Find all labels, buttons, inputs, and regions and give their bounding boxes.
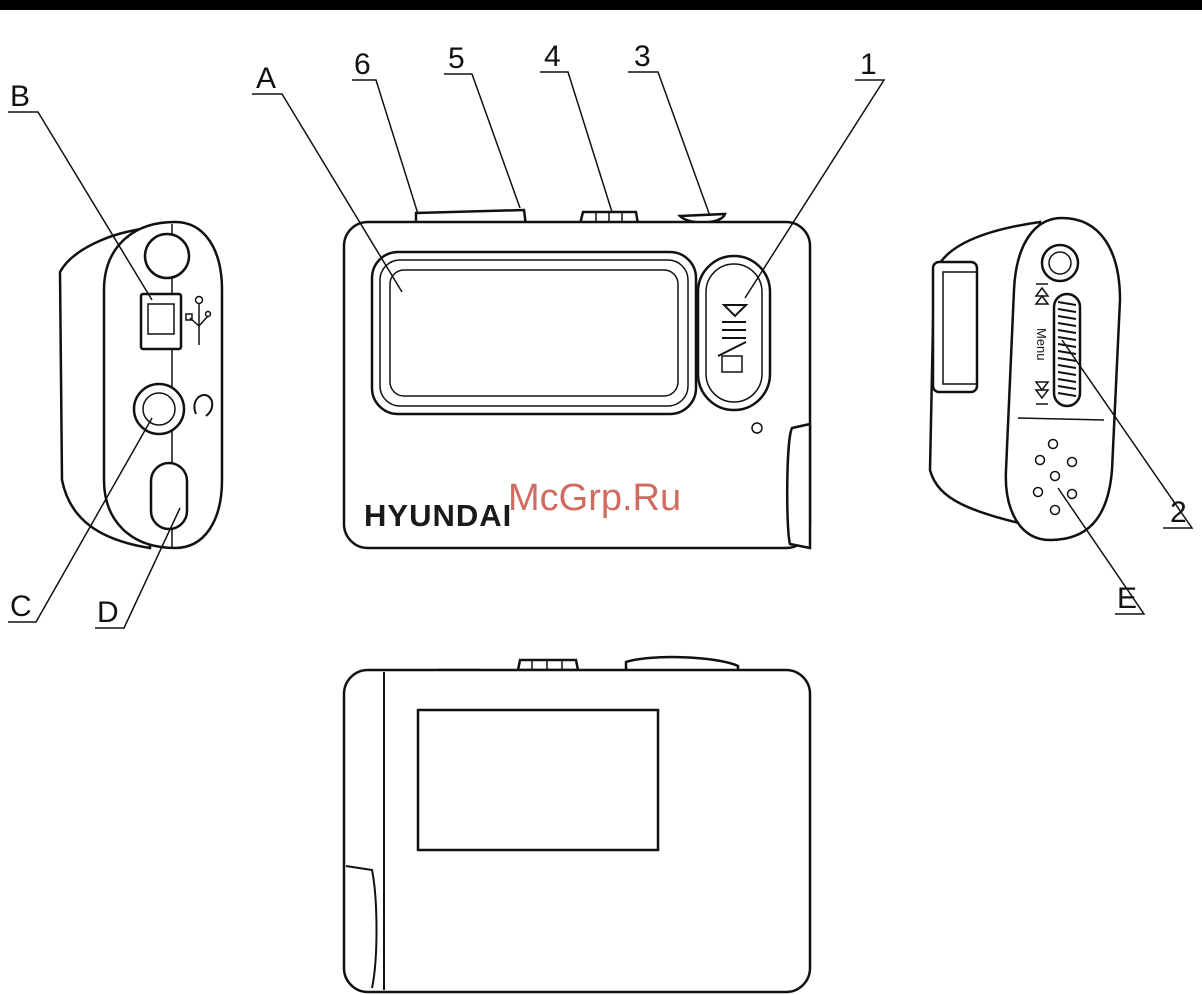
brand-logo: HYUNDAI: [364, 498, 512, 533]
right-top-round-port: [1042, 245, 1078, 281]
left-top-round-port: [145, 234, 189, 278]
callout-a: A: [256, 62, 276, 95]
callout-5: 5: [448, 42, 465, 75]
callout-3: 3: [634, 40, 651, 73]
callout-d: D: [97, 596, 119, 629]
callout-6: 6: [354, 48, 371, 81]
watermark: McGrp.Ru: [508, 477, 681, 519]
right-side-view: Menu: [930, 218, 1120, 540]
headphone-jack[interactable]: [134, 384, 184, 434]
back-view: [344, 657, 810, 992]
right-side-window: [933, 262, 977, 392]
menu-label: Menu: [1034, 328, 1049, 361]
battery-cover: [418, 710, 658, 850]
left-side-view: [60, 222, 222, 548]
usb-port[interactable]: [141, 294, 181, 349]
screen-bezel-outer: [372, 252, 696, 414]
strap-hole: [151, 463, 187, 529]
back-top-button-middle[interactable]: [518, 660, 578, 670]
callout-e: E: [1117, 582, 1137, 615]
callout-2: 2: [1170, 496, 1187, 529]
callout-1: 1: [860, 48, 877, 81]
callout-c: C: [10, 590, 32, 623]
side-grip-front: [787, 424, 810, 548]
callout-b: B: [10, 80, 30, 113]
callout-4: 4: [544, 40, 561, 73]
